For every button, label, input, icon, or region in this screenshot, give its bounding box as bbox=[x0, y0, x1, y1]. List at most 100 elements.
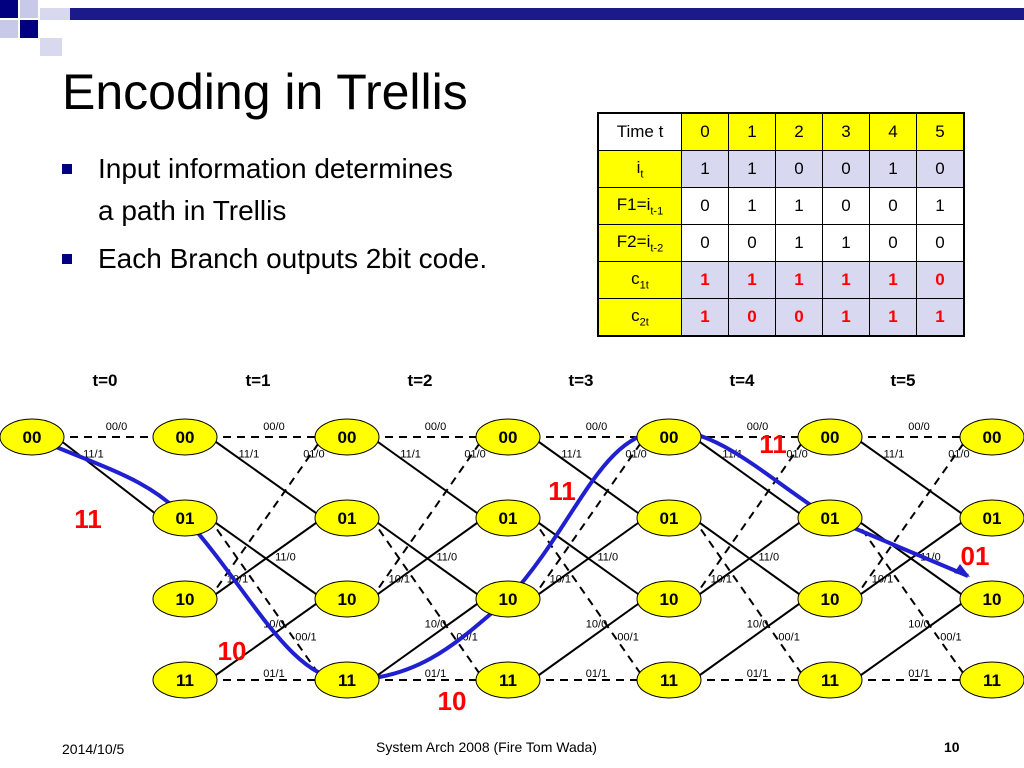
state-node bbox=[797, 661, 863, 699]
branch-label: 10/1 bbox=[872, 573, 893, 585]
branch-label: 01/1 bbox=[586, 668, 607, 680]
footer-center-text: System Arch 2008 (Fire Tom Wada) bbox=[376, 739, 597, 755]
branch-label: 00/0 bbox=[908, 421, 929, 433]
table-cell: 0 bbox=[916, 150, 965, 188]
state-label: 10 bbox=[983, 590, 1002, 609]
table-cell: 0 bbox=[822, 150, 870, 188]
state-label: 00 bbox=[821, 428, 840, 447]
branch-label: 10/1 bbox=[711, 573, 732, 585]
table-cell: 0 bbox=[775, 150, 823, 188]
state-node bbox=[0, 418, 65, 456]
state-node bbox=[475, 499, 541, 537]
table-cell: 0 bbox=[681, 187, 729, 225]
state-node bbox=[314, 580, 380, 618]
state-label: 01 bbox=[338, 509, 357, 528]
path-arrowhead-icon bbox=[954, 564, 970, 577]
state-label: 11 bbox=[176, 671, 194, 690]
table-row: F2=it-2 0 0 1 1 0 0 bbox=[597, 224, 965, 262]
trellis-branch bbox=[370, 436, 485, 519]
bullet-square-icon bbox=[62, 254, 72, 264]
branch-label: 11/0 bbox=[598, 552, 619, 564]
bullet-text-line: Each Branch outputs 2bit code. bbox=[98, 243, 488, 274]
trellis-branch bbox=[853, 436, 969, 519]
state-node bbox=[636, 580, 702, 618]
state-label: 11 bbox=[499, 671, 517, 690]
branch-label: 01/1 bbox=[263, 668, 284, 680]
table-cell: 0 bbox=[822, 187, 870, 225]
branch-label: 00/1 bbox=[456, 631, 477, 643]
table-cell: 1 bbox=[916, 298, 965, 337]
state-node bbox=[314, 418, 380, 456]
path-output-label: 11 bbox=[74, 504, 102, 534]
table-header-cell: 1 bbox=[728, 112, 776, 151]
table-cell: 0 bbox=[916, 224, 965, 262]
branch-label: 10/0 bbox=[908, 619, 929, 631]
trellis-branch bbox=[853, 517, 969, 681]
table-header-cell: 0 bbox=[681, 112, 729, 151]
table-row: c1t 1 1 1 1 1 0 bbox=[597, 261, 965, 299]
row-label: F1=it-1 bbox=[597, 187, 682, 225]
trellis-branch bbox=[531, 436, 646, 519]
table-cell: 0 bbox=[775, 298, 823, 337]
table-header-cell: 2 bbox=[775, 112, 823, 151]
path-output-label: 11 bbox=[759, 429, 787, 459]
table-cell: 1 bbox=[775, 261, 823, 299]
branch-label: 00/1 bbox=[617, 631, 638, 643]
table-cell: 1 bbox=[728, 261, 776, 299]
time-label: t=4 bbox=[729, 371, 755, 390]
state-label: 00 bbox=[176, 428, 195, 447]
branch-label: 01/1 bbox=[908, 668, 929, 680]
branch-label: 10/0 bbox=[425, 619, 446, 631]
trellis-branch bbox=[370, 436, 485, 600]
time-label: t=0 bbox=[92, 371, 117, 390]
state-node bbox=[797, 499, 863, 537]
state-label: 10 bbox=[821, 590, 840, 609]
state-label: 01 bbox=[821, 509, 840, 528]
state-label: 11 bbox=[338, 671, 356, 690]
state-label: 00 bbox=[499, 428, 518, 447]
state-node bbox=[314, 499, 380, 537]
state-node bbox=[152, 580, 218, 618]
branch-label: 01/0 bbox=[786, 448, 807, 460]
state-label: 11 bbox=[983, 671, 1001, 690]
table-header-cell: 3 bbox=[822, 112, 870, 151]
branch-label: 11/1 bbox=[83, 449, 104, 461]
encoding-table: Time t 0 1 2 3 4 5 it 1 1 0 0 1 0 F1=it-… bbox=[597, 112, 965, 337]
branch-label: 11/1 bbox=[239, 449, 260, 461]
table-cell: 1 bbox=[681, 261, 729, 299]
row-label: it bbox=[597, 150, 682, 188]
table-cell: 0 bbox=[728, 298, 776, 337]
branch-label: 00/0 bbox=[106, 421, 127, 433]
trellis-branch bbox=[692, 436, 807, 519]
encoded-path-line bbox=[31, 427, 969, 683]
state-label: 10 bbox=[499, 590, 518, 609]
page-number: 10 bbox=[944, 739, 960, 755]
state-label: 01 bbox=[499, 509, 518, 528]
state-node bbox=[797, 580, 863, 618]
table-cell: 1 bbox=[822, 298, 870, 337]
state-node bbox=[636, 418, 702, 456]
state-node bbox=[152, 499, 218, 537]
table-cell: 0 bbox=[728, 224, 776, 262]
time-label: t=1 bbox=[245, 371, 270, 390]
branch-label: 00/1 bbox=[778, 631, 799, 643]
branch-label: 00/0 bbox=[425, 421, 446, 433]
trellis-branch bbox=[531, 436, 646, 600]
trellis-branch bbox=[853, 436, 969, 600]
table-cell: 0 bbox=[869, 187, 917, 225]
path-output-label: 10 bbox=[218, 636, 247, 666]
branch-label: 00/1 bbox=[940, 631, 961, 643]
bullet-square-icon bbox=[62, 164, 72, 174]
branch-label: 00/0 bbox=[747, 421, 768, 433]
state-label: 01 bbox=[660, 509, 679, 528]
state-label: 00 bbox=[338, 428, 357, 447]
table-cell: 1 bbox=[775, 224, 823, 262]
time-label: t=5 bbox=[890, 371, 915, 390]
table-header-cell: 4 bbox=[869, 112, 917, 151]
title-decoration bbox=[0, 0, 1024, 56]
branch-label: 11/1 bbox=[722, 449, 743, 461]
trellis-branch bbox=[853, 598, 969, 681]
branch-label: 11/1 bbox=[561, 449, 582, 461]
branch-label: 00/1 bbox=[295, 631, 316, 643]
slide-title: Encoding in Trellis bbox=[62, 64, 468, 120]
